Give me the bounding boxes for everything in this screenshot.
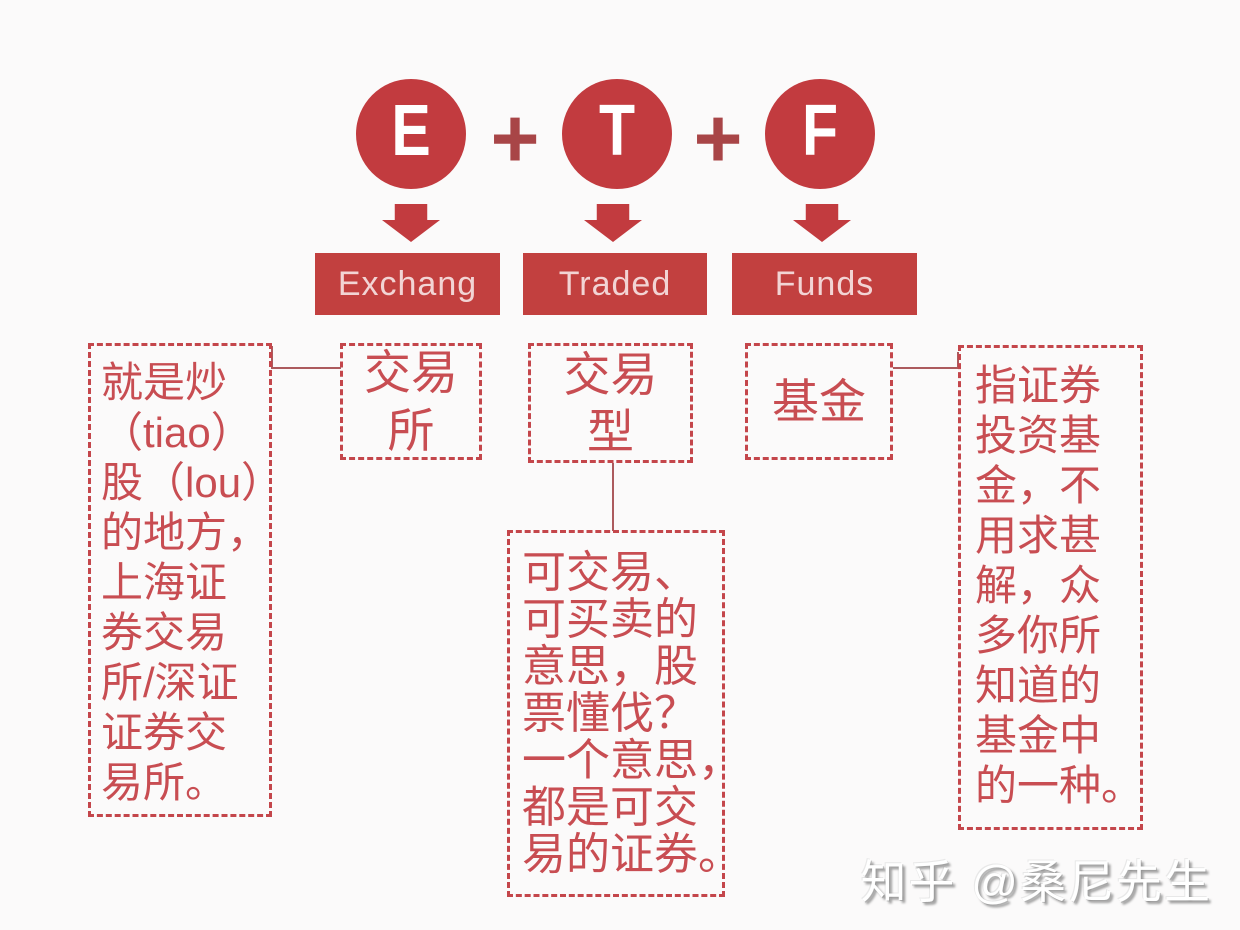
term-traded: 交易 型 <box>528 343 693 463</box>
label-funds: Funds <box>732 253 917 315</box>
e-letter: E <box>391 91 431 171</box>
label-exchange: Exchang <box>315 253 500 315</box>
term-exchange: 交易 所 <box>340 343 482 460</box>
plus-sign: + <box>490 91 540 185</box>
down-arrow-traded <box>584 204 642 242</box>
note-funds: 指证券 投资基 金，不 用求甚 解，众 多你所 知道的 基金中 的一种。 <box>958 345 1143 830</box>
plus-sign: + <box>693 91 743 185</box>
down-arrow-funds <box>793 204 851 242</box>
down-arrow-exchange <box>382 204 440 242</box>
zhihu-watermark: 知乎 @桑尼先生 <box>860 856 1212 908</box>
connector-funds-note <box>893 367 959 369</box>
t-circle: T <box>562 79 672 189</box>
connector-exchange-note <box>271 367 341 369</box>
label-traded: Traded <box>523 253 707 315</box>
note-traded: 可交易、 可买卖的 意思，股 票懂伐？ 一个意思， 都是可交 易的证券。 <box>507 530 742 897</box>
connector-exchange-note-vertical <box>271 346 273 369</box>
f-circle: F <box>765 79 875 189</box>
term-funds: 基金 <box>745 343 893 460</box>
e-circle: E <box>356 79 466 189</box>
f-letter: F <box>801 91 839 171</box>
note-exchange: 就是炒 （tiao） 股（lou） 的地方， 上海证 券交易 所/深证 证券交 … <box>88 343 283 817</box>
t-letter: T <box>598 91 636 171</box>
connector-traded-note <box>612 463 614 531</box>
